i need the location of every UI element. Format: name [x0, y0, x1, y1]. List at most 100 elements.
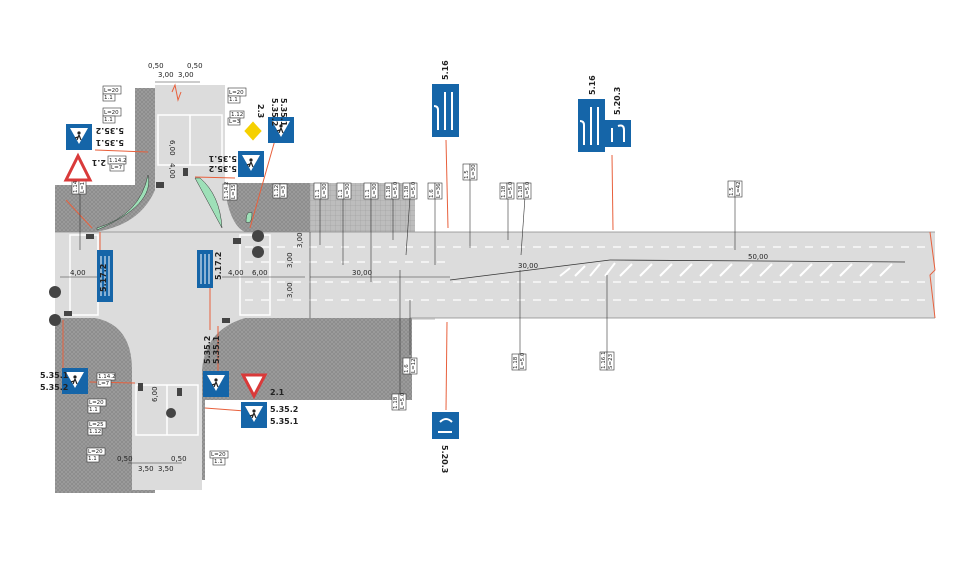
marking-label: L=201.1	[87, 398, 107, 414]
marking-label: L=201.1	[227, 87, 247, 104]
svg-text:3,50: 3,50	[158, 465, 174, 473]
svg-text:5.16: 5.16	[588, 75, 597, 95]
svg-text:L=3: L=3	[229, 119, 241, 125]
svg-text:L=20: L=20	[211, 452, 226, 458]
svg-text:L=20: L=20	[88, 449, 103, 455]
svg-text:1.1: 1.1	[88, 456, 97, 462]
marking-label: L=201.1	[102, 107, 122, 124]
pedestrian-crossing-sign	[202, 370, 230, 398]
svg-text:1.14.2: 1.14.2	[98, 374, 116, 380]
svg-text:1.1: 1.1	[338, 189, 344, 198]
svg-text:L=5.0: L=5.0	[525, 181, 531, 198]
svg-text:1.18: 1.18	[518, 185, 524, 198]
svg-text:3,00: 3,00	[178, 71, 194, 79]
marking-label: L=201.1	[86, 447, 106, 463]
svg-text:1.14.2: 1.14.2	[73, 176, 79, 194]
svg-text:L=5.0: L=5.0	[400, 392, 406, 409]
marking-label: L=201.1	[102, 85, 122, 102]
marking-label: L=201.1	[209, 450, 229, 466]
svg-text:1.1: 1.1	[229, 97, 238, 103]
svg-text:50,00: 50,00	[748, 253, 768, 261]
svg-text:L=25: L=25	[89, 422, 104, 428]
svg-text:1.14.2: 1.14.2	[224, 182, 230, 200]
svg-text:6,00: 6,00	[151, 386, 159, 402]
svg-text:L=30: L=30	[345, 183, 351, 198]
svg-text:L=20: L=20	[104, 88, 119, 94]
svg-text:30,00: 30,00	[518, 262, 538, 270]
svg-text:1.12: 1.12	[89, 429, 101, 435]
svg-text:L=30: L=30	[372, 183, 378, 198]
svg-text:L=5.0: L=5.0	[508, 181, 514, 198]
svg-text:3,00: 3,00	[286, 282, 294, 298]
svg-text:1.6: 1.6	[404, 364, 410, 373]
svg-text:L=30: L=30	[322, 183, 328, 198]
dimension-lines: 0,50 0,50 3,00 3,00 6,00 4,00 4,00 4,00 …	[60, 62, 768, 473]
svg-text:0,50: 0,50	[117, 455, 133, 463]
svg-text:3,00: 3,00	[286, 252, 294, 268]
svg-text:5.35.1: 5.35.1	[279, 98, 288, 127]
svg-text:1.1: 1.1	[89, 407, 98, 413]
svg-text:1.12: 1.12	[231, 112, 243, 118]
svg-text:L=42: L=42	[736, 181, 742, 196]
svg-text:L=12: L=12	[411, 358, 417, 373]
svg-text:1.1: 1.1	[104, 95, 113, 101]
svg-text:4,00: 4,00	[228, 269, 244, 277]
svg-text:L=5.0: L=5.0	[520, 352, 526, 369]
svg-text:1.6: 1.6	[429, 189, 435, 198]
marking-label: L=251.12	[87, 420, 107, 436]
svg-text:L=20: L=20	[229, 90, 244, 96]
svg-text:3,50: 3,50	[138, 465, 154, 473]
svg-text:L=15: L=15	[80, 178, 86, 193]
svg-text:5.17.2: 5.17.2	[99, 264, 108, 292]
svg-text:5.35.1: 5.35.1	[212, 335, 221, 364]
svg-text:5.35.2: 5.35.2	[209, 164, 237, 173]
pedestrian-crossing-sign	[237, 150, 265, 178]
svg-text:1.1: 1.1	[365, 189, 371, 198]
marking-label: 1.12L=3	[227, 110, 245, 126]
svg-text:1.18: 1.18	[386, 185, 392, 198]
svg-text:0,50: 0,50	[187, 62, 203, 70]
svg-text:L=36: L=36	[436, 183, 442, 198]
pedestrian-crossing-sign	[65, 123, 93, 151]
svg-text:2.1: 2.1	[91, 158, 106, 167]
traffic-lights	[49, 168, 264, 418]
svg-text:6,00: 6,00	[168, 140, 176, 156]
svg-text:5.35.2: 5.35.2	[40, 383, 68, 392]
road-signs: 5.35.1 5.35.2 2.1 2.3 5.35.2 5.35.1 5.35…	[40, 60, 631, 473]
svg-text:1.18: 1.18	[513, 356, 519, 369]
lanes-sign	[432, 84, 459, 137]
svg-text:L=5.0: L=5.0	[411, 181, 417, 198]
marking-label: 1.14.2L=7	[96, 372, 116, 388]
svg-text:6,00: 6,00	[252, 269, 268, 277]
svg-text:5.20.3: 5.20.3	[613, 87, 622, 115]
svg-text:L=20: L=20	[104, 110, 119, 116]
svg-text:L=7: L=7	[98, 381, 110, 387]
lane-direction-sign	[197, 250, 213, 288]
marking-label: 1.14.2L=7	[107, 155, 127, 172]
svg-text:5.16: 5.16	[441, 60, 450, 80]
yield-sign	[240, 373, 268, 400]
lanes-sign	[578, 99, 605, 152]
svg-text:L=20: L=20	[89, 400, 104, 406]
yield-sign	[63, 152, 93, 182]
svg-text:L=30: L=30	[471, 164, 477, 179]
u-turn-lane-sign	[605, 120, 631, 147]
svg-text:5.35.2: 5.35.2	[96, 126, 124, 135]
svg-text:5.35.1: 5.35.1	[95, 138, 124, 147]
svg-text:4,00: 4,00	[168, 163, 176, 179]
svg-text:L=5.0: L=5.0	[393, 181, 399, 198]
svg-text:1.18: 1.18	[404, 185, 410, 198]
priority-road-sign	[241, 118, 265, 144]
